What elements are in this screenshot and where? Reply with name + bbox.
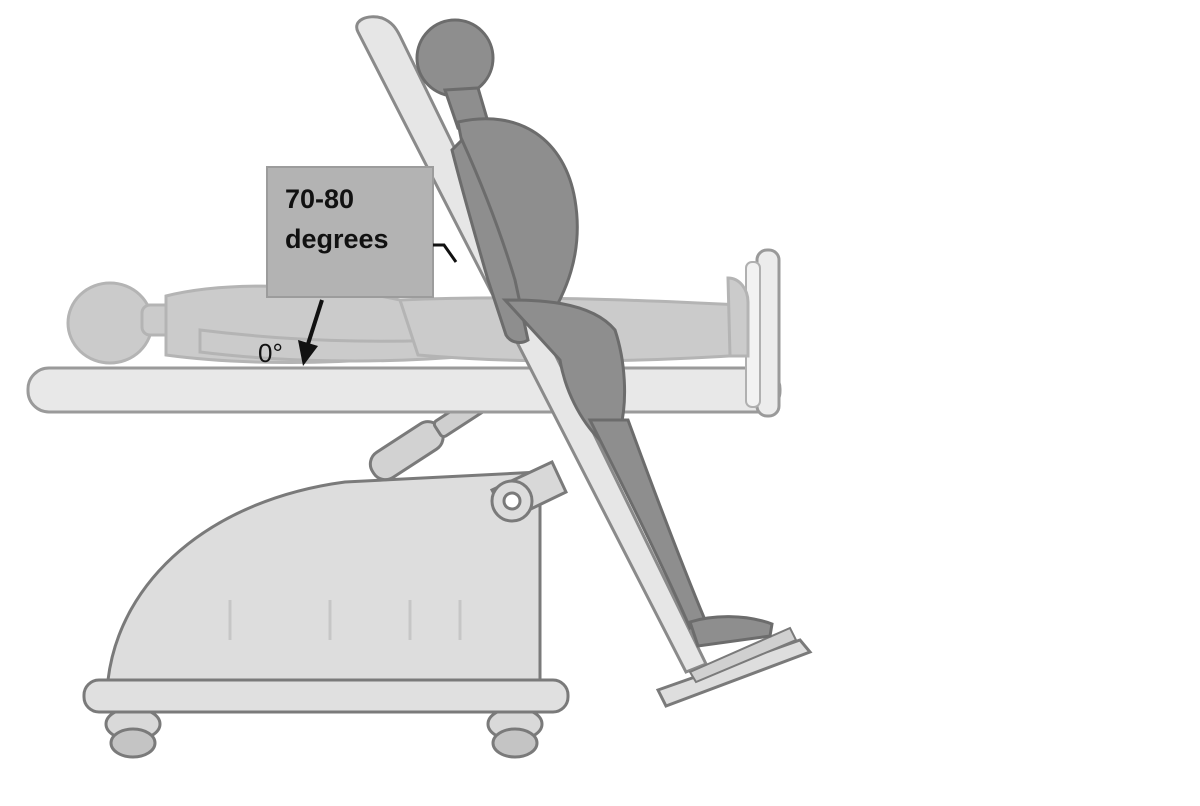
base-plate: [84, 680, 568, 712]
pivot-joint: [492, 462, 566, 521]
flat-angle-label: 0°: [258, 338, 283, 368]
tilt-angle-line1: 70-80: [285, 184, 354, 214]
tilt-angle-line2: degrees: [285, 224, 389, 254]
wheel-right: [488, 708, 542, 757]
tilt-table-base: [84, 472, 568, 757]
tilt-angle-pointer: [433, 245, 456, 262]
tilt-angle-label: 70-80 degrees: [267, 167, 456, 297]
base-housing: [108, 472, 540, 680]
wheel-left: [106, 708, 160, 757]
